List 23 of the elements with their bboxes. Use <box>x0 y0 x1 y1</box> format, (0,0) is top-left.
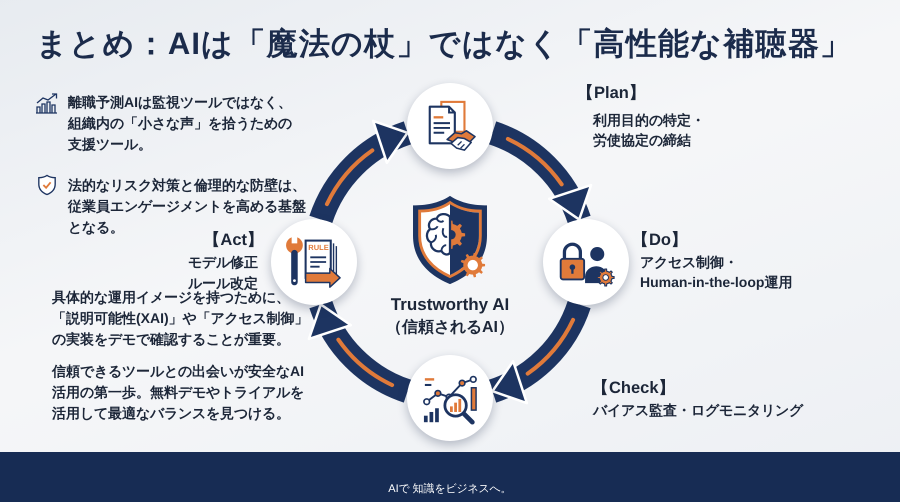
step-circle <box>407 83 493 169</box>
step-title: 【Plan】 <box>577 83 646 104</box>
paragraph-text: 信頼できるツールとの出会いが安全なAI活用の第一歩。無料デモやトライアルを活用して最適なバランスを見つける。 <box>52 362 305 423</box>
center-title: Trustworthy AI <box>390 294 510 316</box>
step-description: モデル修正 <box>188 253 258 272</box>
step-description: バイアス監査・ログモニタリング <box>593 401 803 420</box>
step-description: アクセス制御・Human-in-the-loop運用 <box>640 253 794 292</box>
step-title: 【Do】 <box>632 230 688 251</box>
tagline: AIで 知識をビジネスへ。 <box>387 482 513 496</box>
step-description: ルール改定 <box>188 274 258 291</box>
cycle-arrow <box>488 122 590 224</box>
cycle-arrow <box>310 300 412 402</box>
step-title: 【Act】 <box>203 230 264 251</box>
cycle-arrow <box>488 300 590 402</box>
title: まとめ：AIは「魔法の杖」ではなく「高性能な補聴器」 <box>36 25 852 63</box>
step-circle <box>407 355 493 441</box>
center-subtitle: （信頼されるAI） <box>385 318 515 338</box>
step-circle <box>543 219 629 305</box>
paragraph-text: 具体的な運用イメージを持つために、「説明可能性(XAI)」や「アクセス制御」の実装をデモで確認することが重要。 <box>52 289 310 349</box>
step-title: 【Check】 <box>592 378 676 399</box>
step-description: 利用目的の特定・労使協定の締結 <box>593 111 706 150</box>
bullet-text: 離職予測AIは監視ツールではなく、組織内の「小さな声」を拾うための支援ツール。 <box>68 93 293 154</box>
cycle-arrow <box>310 122 412 224</box>
